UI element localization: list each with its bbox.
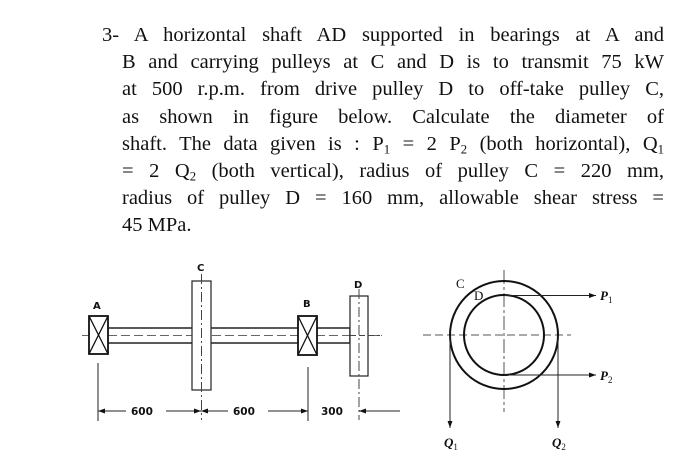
svg-text:P2: P2 bbox=[600, 368, 612, 385]
end-label-c: C bbox=[456, 276, 465, 291]
svg-text:Q1: Q1 bbox=[444, 435, 458, 451]
problem-line-5: shaft. The data given is : P1 = 2 P2 (bo… bbox=[122, 132, 664, 157]
problem-line-7: radius of pulley D = 160 mm, allowable s… bbox=[122, 187, 664, 210]
problem-line-1: 3- A horizontal shaft AD supported in be… bbox=[102, 24, 664, 46]
dim-ac: 600 bbox=[131, 406, 153, 418]
problem-line-2: B and carrying pulleys at C and D is to … bbox=[122, 51, 664, 74]
problem-line-8: 45 MPa. bbox=[122, 214, 192, 237]
bearing-a: A bbox=[88, 301, 109, 355]
pulley-d-side: D bbox=[349, 280, 380, 420]
problem-statement: 3- A horizontal shaft AD supported in be… bbox=[102, 22, 664, 240]
shaft-side-view: A C B D 600 bbox=[82, 263, 400, 421]
dim-bd: 300 bbox=[321, 406, 343, 418]
end-label-d: D bbox=[474, 288, 483, 303]
problem-line-4: as shown in figure below. Calculate the … bbox=[122, 105, 664, 128]
label-a: A bbox=[93, 301, 101, 312]
dim-cb: 600 bbox=[233, 406, 255, 418]
label-d: D bbox=[354, 280, 362, 291]
pulley-c-side: C bbox=[191, 263, 212, 420]
label-b: B bbox=[303, 299, 311, 310]
force-q1: Q1 bbox=[444, 335, 458, 451]
problem-line-3: at 500 r.p.m. from drive pulley D to off… bbox=[122, 78, 664, 101]
force-p2: P2 bbox=[504, 368, 612, 385]
force-p1: P1 bbox=[504, 288, 612, 305]
problem-line-6: = 2 Q2 (both vertical), radius of pulley… bbox=[122, 160, 664, 184]
label-c: C bbox=[197, 263, 204, 274]
force-q2: Q2 bbox=[552, 335, 566, 451]
svg-text:Q2: Q2 bbox=[552, 435, 566, 451]
dimension-lines: 600 600 300 bbox=[98, 406, 400, 418]
pulley-end-view: C D P1 P2 Q1 Q2 bbox=[423, 270, 612, 451]
problem-number: 3- bbox=[102, 24, 120, 46]
svg-text:P1: P1 bbox=[600, 288, 612, 305]
bearing-b: B bbox=[297, 299, 318, 356]
